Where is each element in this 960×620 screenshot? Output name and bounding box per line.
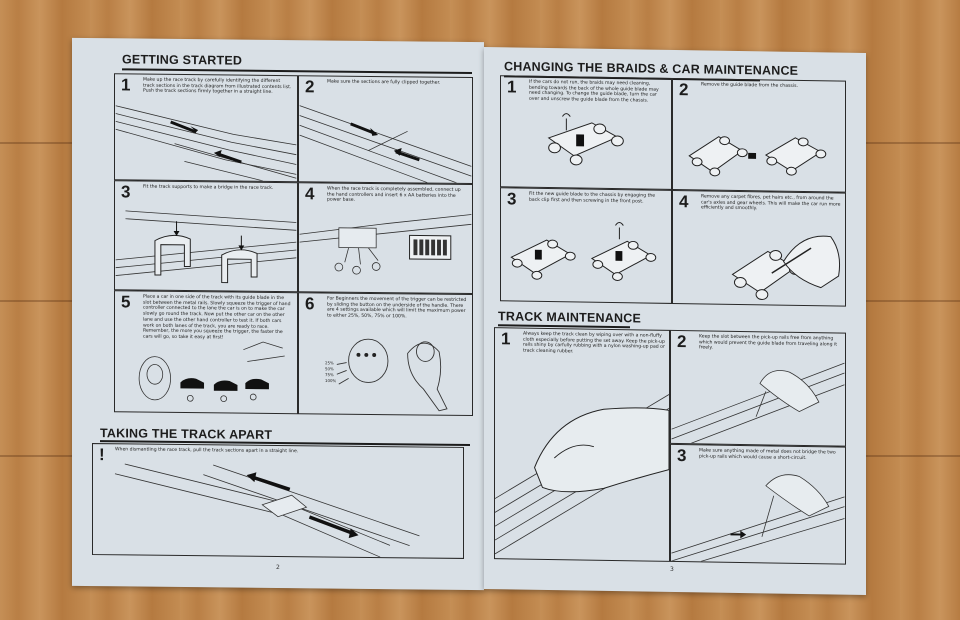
step-2-panel: 2 Make sure the sections are fully clipp… (298, 75, 473, 185)
track-supports-illustration (115, 210, 297, 284)
clear-slot-illustration (671, 362, 845, 444)
track-joining-illustration (115, 105, 297, 182)
page-number: 3 (670, 565, 674, 573)
section-title-getting-started: GETTING STARTED (122, 52, 243, 68)
speed-label: 50% (325, 366, 334, 371)
braids-step-2-panel: 2 Remove the guide blade from the chassi… (672, 77, 846, 193)
car-underside-illustration (547, 113, 624, 166)
track-apart-illustration (114, 463, 420, 558)
section-title-track-maintenance: TRACK MAINTENANCE (498, 309, 641, 326)
race-test-illustration (138, 341, 285, 403)
short-circuit-illustration (671, 474, 845, 562)
clean-axles-illustration (731, 235, 841, 300)
remove-blade-illustration (688, 136, 827, 177)
braids-step-4-panel: 4 Remove any carpet fibres, pet hairs et… (672, 189, 846, 307)
track-step-2-panel: 2 Keep the slot between the pick-up rail… (670, 329, 846, 447)
fit-blade-illustration (510, 222, 657, 281)
step-1-panel: 1 Make up the race track by carefully id… (114, 73, 298, 183)
power-base-illustration (299, 214, 472, 275)
taking-apart-panel: ! When dismantling the race track, pull … (92, 443, 464, 559)
braids-step-3-panel: 3 Fit the new guide blade to the chassis… (500, 187, 672, 304)
speed-label: 25% (325, 360, 334, 365)
right-page: CHANGING THE BRAIDS & CAR MAINTENANCE 1 … (484, 46, 866, 596)
step-6-panel: 6 For Beginners the movement of the trig… (298, 292, 473, 417)
title-underline (122, 68, 472, 74)
speed-label: 75% (325, 372, 334, 377)
left-page: GETTING STARTED 1 Make up the race track… (72, 37, 484, 591)
step-5-panel: 5 Place a car in one side of the track w… (114, 290, 298, 415)
wipe-track-illustration (495, 394, 669, 555)
step-4-panel: 4 When the race track is completely asse… (298, 182, 473, 295)
track-step-3-panel: 3 Make sure anything made of metal does … (670, 443, 846, 565)
controller-speed-illustration: 25% 50% 75% 100% (325, 338, 448, 412)
step-3-panel: 3 Fit the track supports to make a bridg… (114, 180, 298, 293)
page-number: 2 (276, 563, 280, 572)
track-clipped-illustration (299, 105, 472, 184)
braids-step-1-panel: 1 If the cars do not run, the braids may… (500, 75, 672, 190)
track-step-1-panel: 1 Always keep the track clean by wiping … (494, 327, 670, 562)
speed-label: 100% (325, 378, 336, 383)
